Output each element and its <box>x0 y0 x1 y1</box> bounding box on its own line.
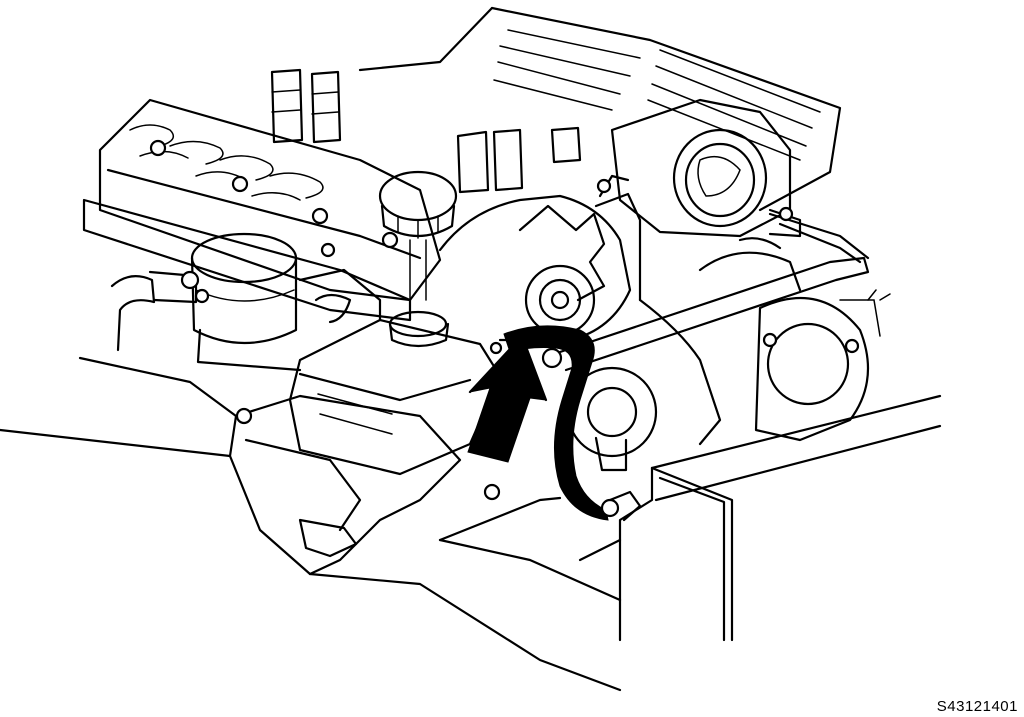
fender <box>0 356 622 692</box>
figure-code: S43121401 <box>936 698 1018 715</box>
coolant-reservoir <box>288 310 502 476</box>
fasteners <box>320 178 860 355</box>
fuel-fittings <box>270 68 582 194</box>
valve-cover <box>82 98 442 322</box>
battery-tray <box>228 394 501 576</box>
alternator <box>438 174 658 472</box>
intake-plenum <box>358 6 842 212</box>
fluid-reservoir <box>110 232 382 372</box>
arrow-indicator <box>467 334 548 463</box>
radiator-support <box>578 394 942 642</box>
oil-filler-cap <box>378 170 458 301</box>
right-components <box>638 237 891 446</box>
metal-tube <box>558 212 870 372</box>
